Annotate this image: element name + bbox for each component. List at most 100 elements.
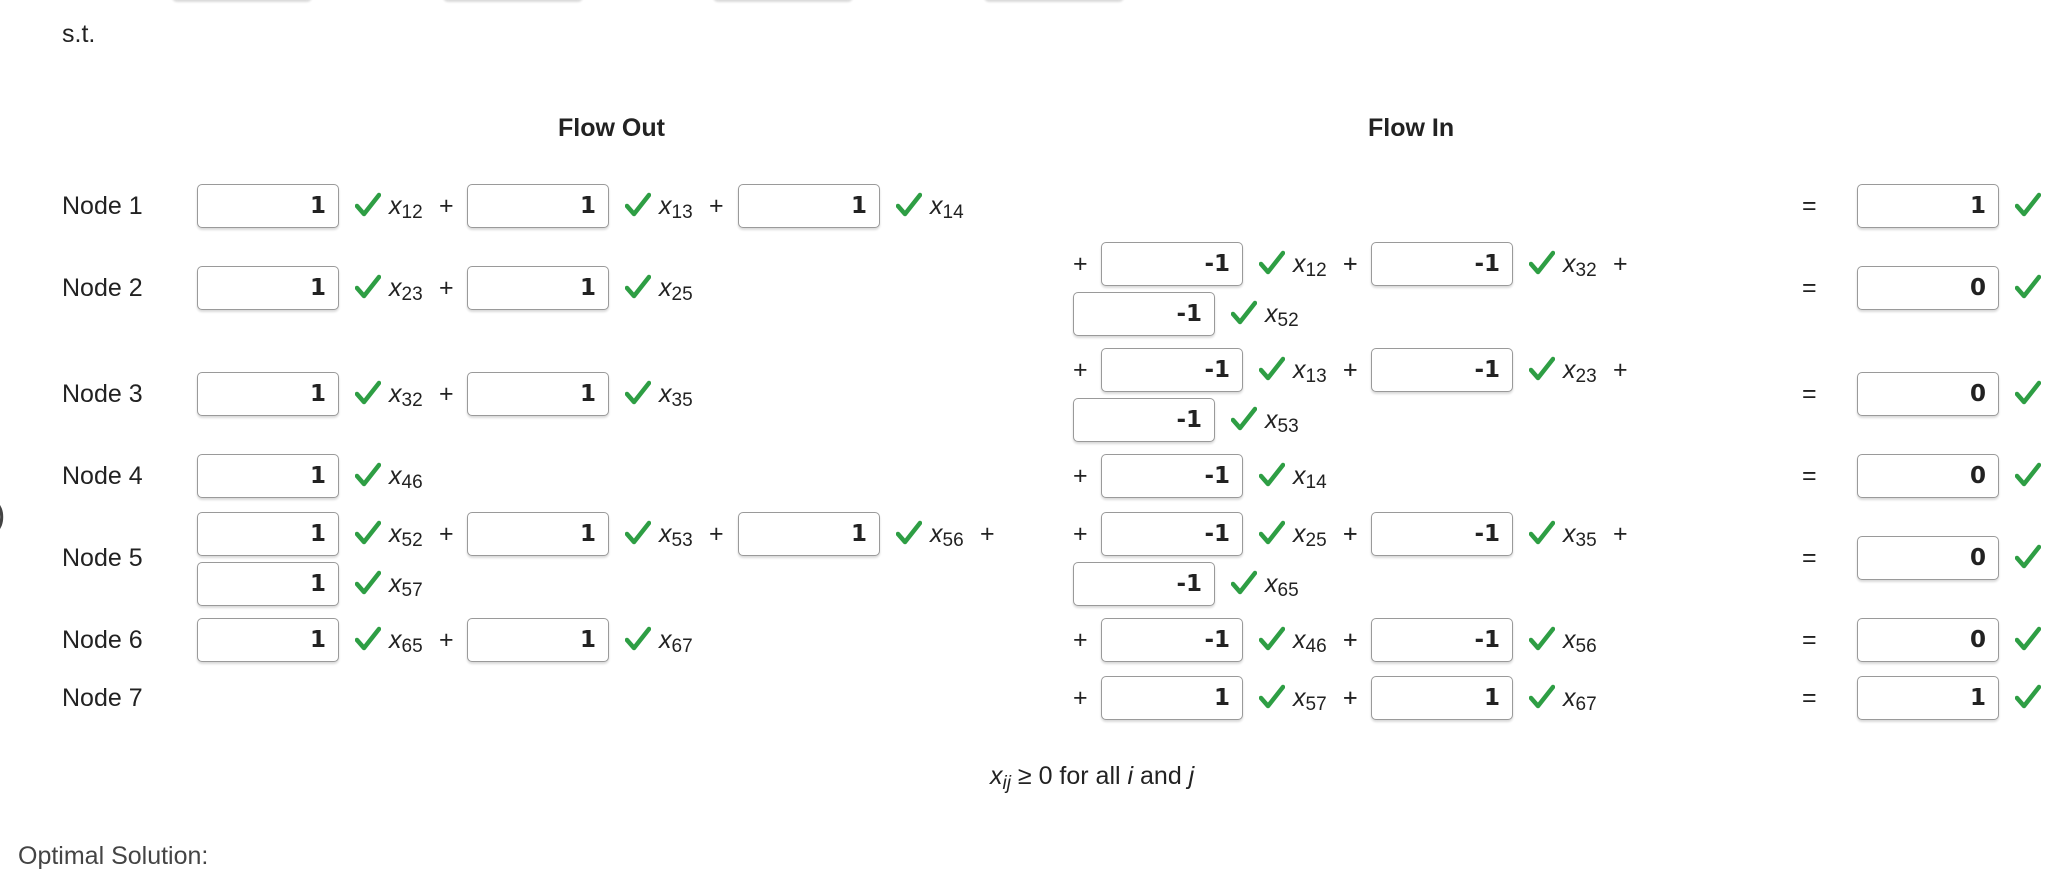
equals-sign: =	[1802, 192, 1817, 220]
coefficient-input[interactable]: 1	[467, 184, 609, 228]
coefficient-input[interactable]: 1	[738, 512, 880, 556]
plus-sign: +	[1073, 684, 1088, 712]
variable-label: x35	[1563, 520, 1597, 551]
plus-sign: +	[1343, 520, 1358, 548]
variable-label: x12	[389, 192, 423, 223]
variable-label: x67	[1563, 684, 1597, 715]
rhs-input[interactable]: 0	[1857, 536, 1999, 580]
flow-in-header: Flow In	[1368, 114, 1455, 142]
check-icon	[1529, 356, 1555, 381]
rhs-input[interactable]: 1	[1857, 184, 1999, 228]
plus-sign: +	[1073, 520, 1088, 548]
check-icon	[355, 192, 381, 217]
check-icon	[625, 520, 651, 545]
rhs-input[interactable]: 0	[1857, 454, 1999, 498]
rhs-input[interactable]: 0	[1857, 372, 1999, 416]
variable-label: x12	[1293, 250, 1327, 281]
coefficient-input[interactable]: -1	[1101, 242, 1243, 286]
check-icon	[1259, 356, 1285, 381]
plus-sign: +	[1343, 684, 1358, 712]
check-icon	[1259, 520, 1285, 545]
variable-label: x65	[1265, 570, 1299, 601]
check-icon	[355, 462, 381, 487]
coefficient-input[interactable]: 1	[467, 512, 609, 556]
coefficient-input[interactable]: 1	[467, 372, 609, 416]
coefficient-input[interactable]: 1	[1101, 676, 1243, 720]
equals-sign: =	[1802, 274, 1817, 302]
coefficient-input[interactable]: 1	[197, 512, 339, 556]
coefficient-input[interactable]: 1	[197, 454, 339, 498]
variable-label: x56	[1563, 626, 1597, 657]
check-icon	[355, 570, 381, 595]
coefficient-input[interactable]: 1	[738, 184, 880, 228]
coefficient-input[interactable]: -1	[1371, 512, 1513, 556]
plus-sign: +	[439, 192, 454, 220]
check-icon	[1231, 300, 1257, 325]
rhs-input[interactable]: 1	[1857, 676, 1999, 720]
coefficient-input[interactable]: -1	[1371, 242, 1513, 286]
rhs-input[interactable]: 0	[1857, 618, 1999, 662]
check-icon	[1529, 626, 1555, 651]
plus-sign: +	[1613, 356, 1628, 384]
check-icon	[625, 274, 651, 299]
coefficient-input[interactable]: -1	[1101, 618, 1243, 662]
check-icon	[355, 274, 381, 299]
node-label: Node 1	[62, 192, 143, 220]
plus-sign: +	[1343, 684, 1358, 712]
plus-sign: +	[709, 192, 724, 220]
check-icon	[1259, 626, 1285, 651]
check-icon	[2015, 626, 2041, 651]
equals-sign: =	[1802, 684, 1817, 712]
coefficient-input[interactable]: 1	[197, 372, 339, 416]
coefficient-input[interactable]: -1	[1371, 348, 1513, 392]
coefficient-input[interactable]: -1	[1073, 292, 1215, 336]
variable-label: x14	[1293, 462, 1327, 493]
check-icon	[1259, 250, 1285, 275]
plus-sign: +	[1343, 626, 1358, 654]
variable-label: x57	[1293, 684, 1327, 715]
check-icon	[2015, 462, 2041, 487]
coefficient-input[interactable]: 1	[197, 266, 339, 310]
coefficient-input[interactable]: 1	[197, 618, 339, 662]
plus-sign: +	[1613, 250, 1628, 278]
check-icon	[355, 520, 381, 545]
equals-sign: =	[1802, 544, 1817, 572]
plus-sign: +	[439, 626, 454, 654]
variable-label: x57	[389, 570, 423, 601]
plus-sign: +	[439, 380, 454, 408]
coefficient-input[interactable]: 1	[467, 618, 609, 662]
variable-label: x35	[659, 380, 693, 411]
coefficient-input[interactable]: -1	[1073, 398, 1215, 442]
variable-label: x32	[389, 380, 423, 411]
check-icon	[625, 380, 651, 405]
node-label: Node 6	[62, 626, 143, 654]
coefficient-input[interactable]: -1	[1073, 562, 1215, 606]
equals-sign: =	[1802, 626, 1817, 654]
variable-label: x13	[1293, 356, 1327, 387]
coefficient-input[interactable]: 1	[467, 266, 609, 310]
flow-out-header: Flow Out	[558, 114, 665, 142]
check-icon	[2015, 274, 2041, 299]
check-icon	[355, 380, 381, 405]
check-icon	[1231, 570, 1257, 595]
check-icon	[2015, 684, 2041, 709]
coefficient-input[interactable]: -1	[1371, 618, 1513, 662]
node-label: Node 5	[62, 544, 143, 572]
check-icon	[1529, 250, 1555, 275]
plus-sign: +	[1613, 520, 1628, 548]
check-icon	[1529, 684, 1555, 709]
optimal-solution-label: Optimal Solution:	[18, 842, 209, 870]
coefficient-input[interactable]: 1	[197, 562, 339, 606]
check-icon	[2015, 544, 2041, 569]
coefficient-input[interactable]: 1	[1371, 676, 1513, 720]
check-icon	[1529, 520, 1555, 545]
variable-label: x46	[389, 462, 423, 493]
coefficient-input[interactable]: -1	[1101, 512, 1243, 556]
plus-sign: +	[1343, 520, 1358, 548]
coefficient-input[interactable]: -1	[1101, 348, 1243, 392]
coefficient-input[interactable]: -1	[1101, 454, 1243, 498]
node-label: Node 7	[62, 684, 143, 712]
coefficient-input[interactable]: 1	[197, 184, 339, 228]
check-icon	[2015, 380, 2041, 405]
rhs-input[interactable]: 0	[1857, 266, 1999, 310]
